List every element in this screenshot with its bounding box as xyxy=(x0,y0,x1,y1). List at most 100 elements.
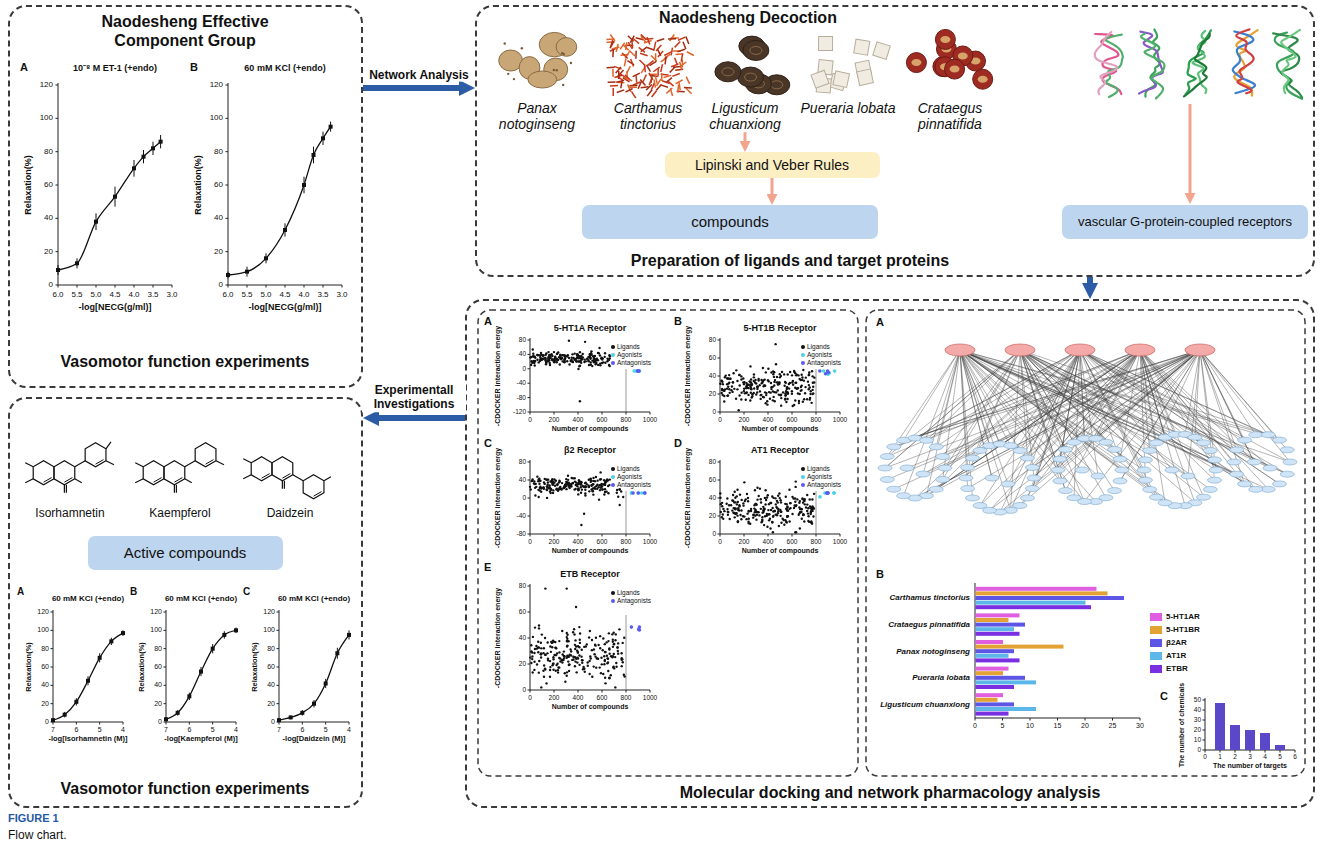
ligand-dot xyxy=(572,477,574,479)
ligand-dot xyxy=(577,483,579,485)
ligand-dot xyxy=(589,358,591,360)
ligand-dot xyxy=(543,647,545,649)
ligand-dot xyxy=(552,483,554,485)
ligand-dot xyxy=(772,370,774,372)
tick-mark xyxy=(528,383,531,384)
tick-mark xyxy=(164,630,167,631)
panel-title: Naodesheng Decoction xyxy=(588,8,908,27)
tick-mark xyxy=(554,412,555,415)
ligand-dot xyxy=(588,360,590,362)
ligand-dot xyxy=(807,520,809,522)
reference-dot xyxy=(638,369,642,373)
reference-dot xyxy=(643,491,647,495)
ligand-dot xyxy=(566,645,568,647)
network-link xyxy=(1020,350,1034,478)
ligand-dot xyxy=(756,498,758,500)
substituent-bond xyxy=(25,479,33,483)
flow-arrow xyxy=(379,415,465,421)
ligand-dot xyxy=(808,388,810,390)
ligand-dot xyxy=(797,392,799,394)
ligand-dot xyxy=(791,390,793,392)
axis-line xyxy=(975,583,976,718)
ligand-dot xyxy=(547,351,549,353)
ligand-dot xyxy=(805,376,807,378)
ligand-dot xyxy=(585,481,587,483)
ligand-dot xyxy=(551,646,553,648)
ligand-dot xyxy=(538,480,540,482)
root-spot xyxy=(552,69,554,71)
compound-node xyxy=(900,465,914,471)
ligand-dot xyxy=(568,664,570,666)
ligand-dot xyxy=(599,354,601,356)
ring xyxy=(251,457,272,481)
ligand-dot xyxy=(750,387,752,389)
ligand-dot xyxy=(566,636,568,638)
ligand-dot xyxy=(726,395,728,397)
ligand-dot xyxy=(534,626,536,628)
ligand-dot xyxy=(754,509,756,511)
ligand-dot xyxy=(579,351,581,353)
petal-thread xyxy=(654,53,656,61)
tick-mark xyxy=(58,285,59,288)
ligand-dot xyxy=(799,527,801,529)
network-link xyxy=(1000,350,1200,512)
ligand-dot xyxy=(591,649,593,651)
axis-line xyxy=(530,690,650,691)
ligand-dot xyxy=(760,508,762,510)
target-node xyxy=(1125,344,1155,356)
reference-dot xyxy=(637,369,641,373)
ligand-dot xyxy=(736,489,738,491)
data-point xyxy=(324,682,328,686)
tick-mark xyxy=(554,690,555,693)
tick-mark xyxy=(554,534,555,537)
ligand-dot xyxy=(749,387,751,389)
network-link xyxy=(1020,350,1270,468)
ligand-dot xyxy=(575,484,577,486)
ligand-dot xyxy=(550,651,552,653)
ligand-dot xyxy=(553,351,555,353)
ligand-dot xyxy=(807,515,809,517)
compound-node xyxy=(1058,488,1072,494)
ligand-dot xyxy=(811,375,813,377)
ligand-dot xyxy=(612,638,614,640)
ligand-dot xyxy=(554,646,556,648)
ligand-dot xyxy=(795,480,797,482)
ligand-dot xyxy=(779,376,781,378)
ligand-dot xyxy=(587,356,589,358)
ligand-dot xyxy=(575,645,577,647)
ligand-dot xyxy=(795,388,797,390)
ligand-dot xyxy=(760,521,762,523)
ligand-dot xyxy=(806,398,808,400)
ligand-dot xyxy=(572,357,574,359)
ligand-dot xyxy=(556,488,558,490)
ligand-dot xyxy=(554,647,556,649)
ligand-dot xyxy=(530,356,532,358)
ligand-dot xyxy=(608,354,610,356)
ligand-dot xyxy=(578,654,580,656)
tick-mark xyxy=(1203,720,1206,721)
ligand-dot xyxy=(538,483,540,485)
ligand-dot xyxy=(576,656,578,658)
bar xyxy=(976,601,1086,605)
ligand-dot xyxy=(546,497,548,499)
tick-mark xyxy=(279,722,280,725)
ligand-dot xyxy=(740,499,742,501)
network-link xyxy=(887,350,960,457)
ligand-dot xyxy=(542,486,544,488)
ligand-dot xyxy=(603,479,605,481)
ligand-dot xyxy=(778,525,780,527)
bar xyxy=(976,613,1020,617)
ligand-dot xyxy=(597,644,599,646)
ligand-dot xyxy=(556,483,558,485)
ligand-dot xyxy=(570,654,572,656)
tick-mark xyxy=(718,394,721,395)
substituent-bond xyxy=(25,463,33,467)
ligand-dot xyxy=(536,359,538,361)
ligand-dot xyxy=(724,388,726,390)
legend-dot xyxy=(801,475,805,479)
tick-mark xyxy=(56,218,59,219)
tick-mark xyxy=(226,151,229,152)
ligand-dot xyxy=(811,370,813,372)
data-point xyxy=(277,718,281,722)
ligand-dot xyxy=(580,362,582,364)
